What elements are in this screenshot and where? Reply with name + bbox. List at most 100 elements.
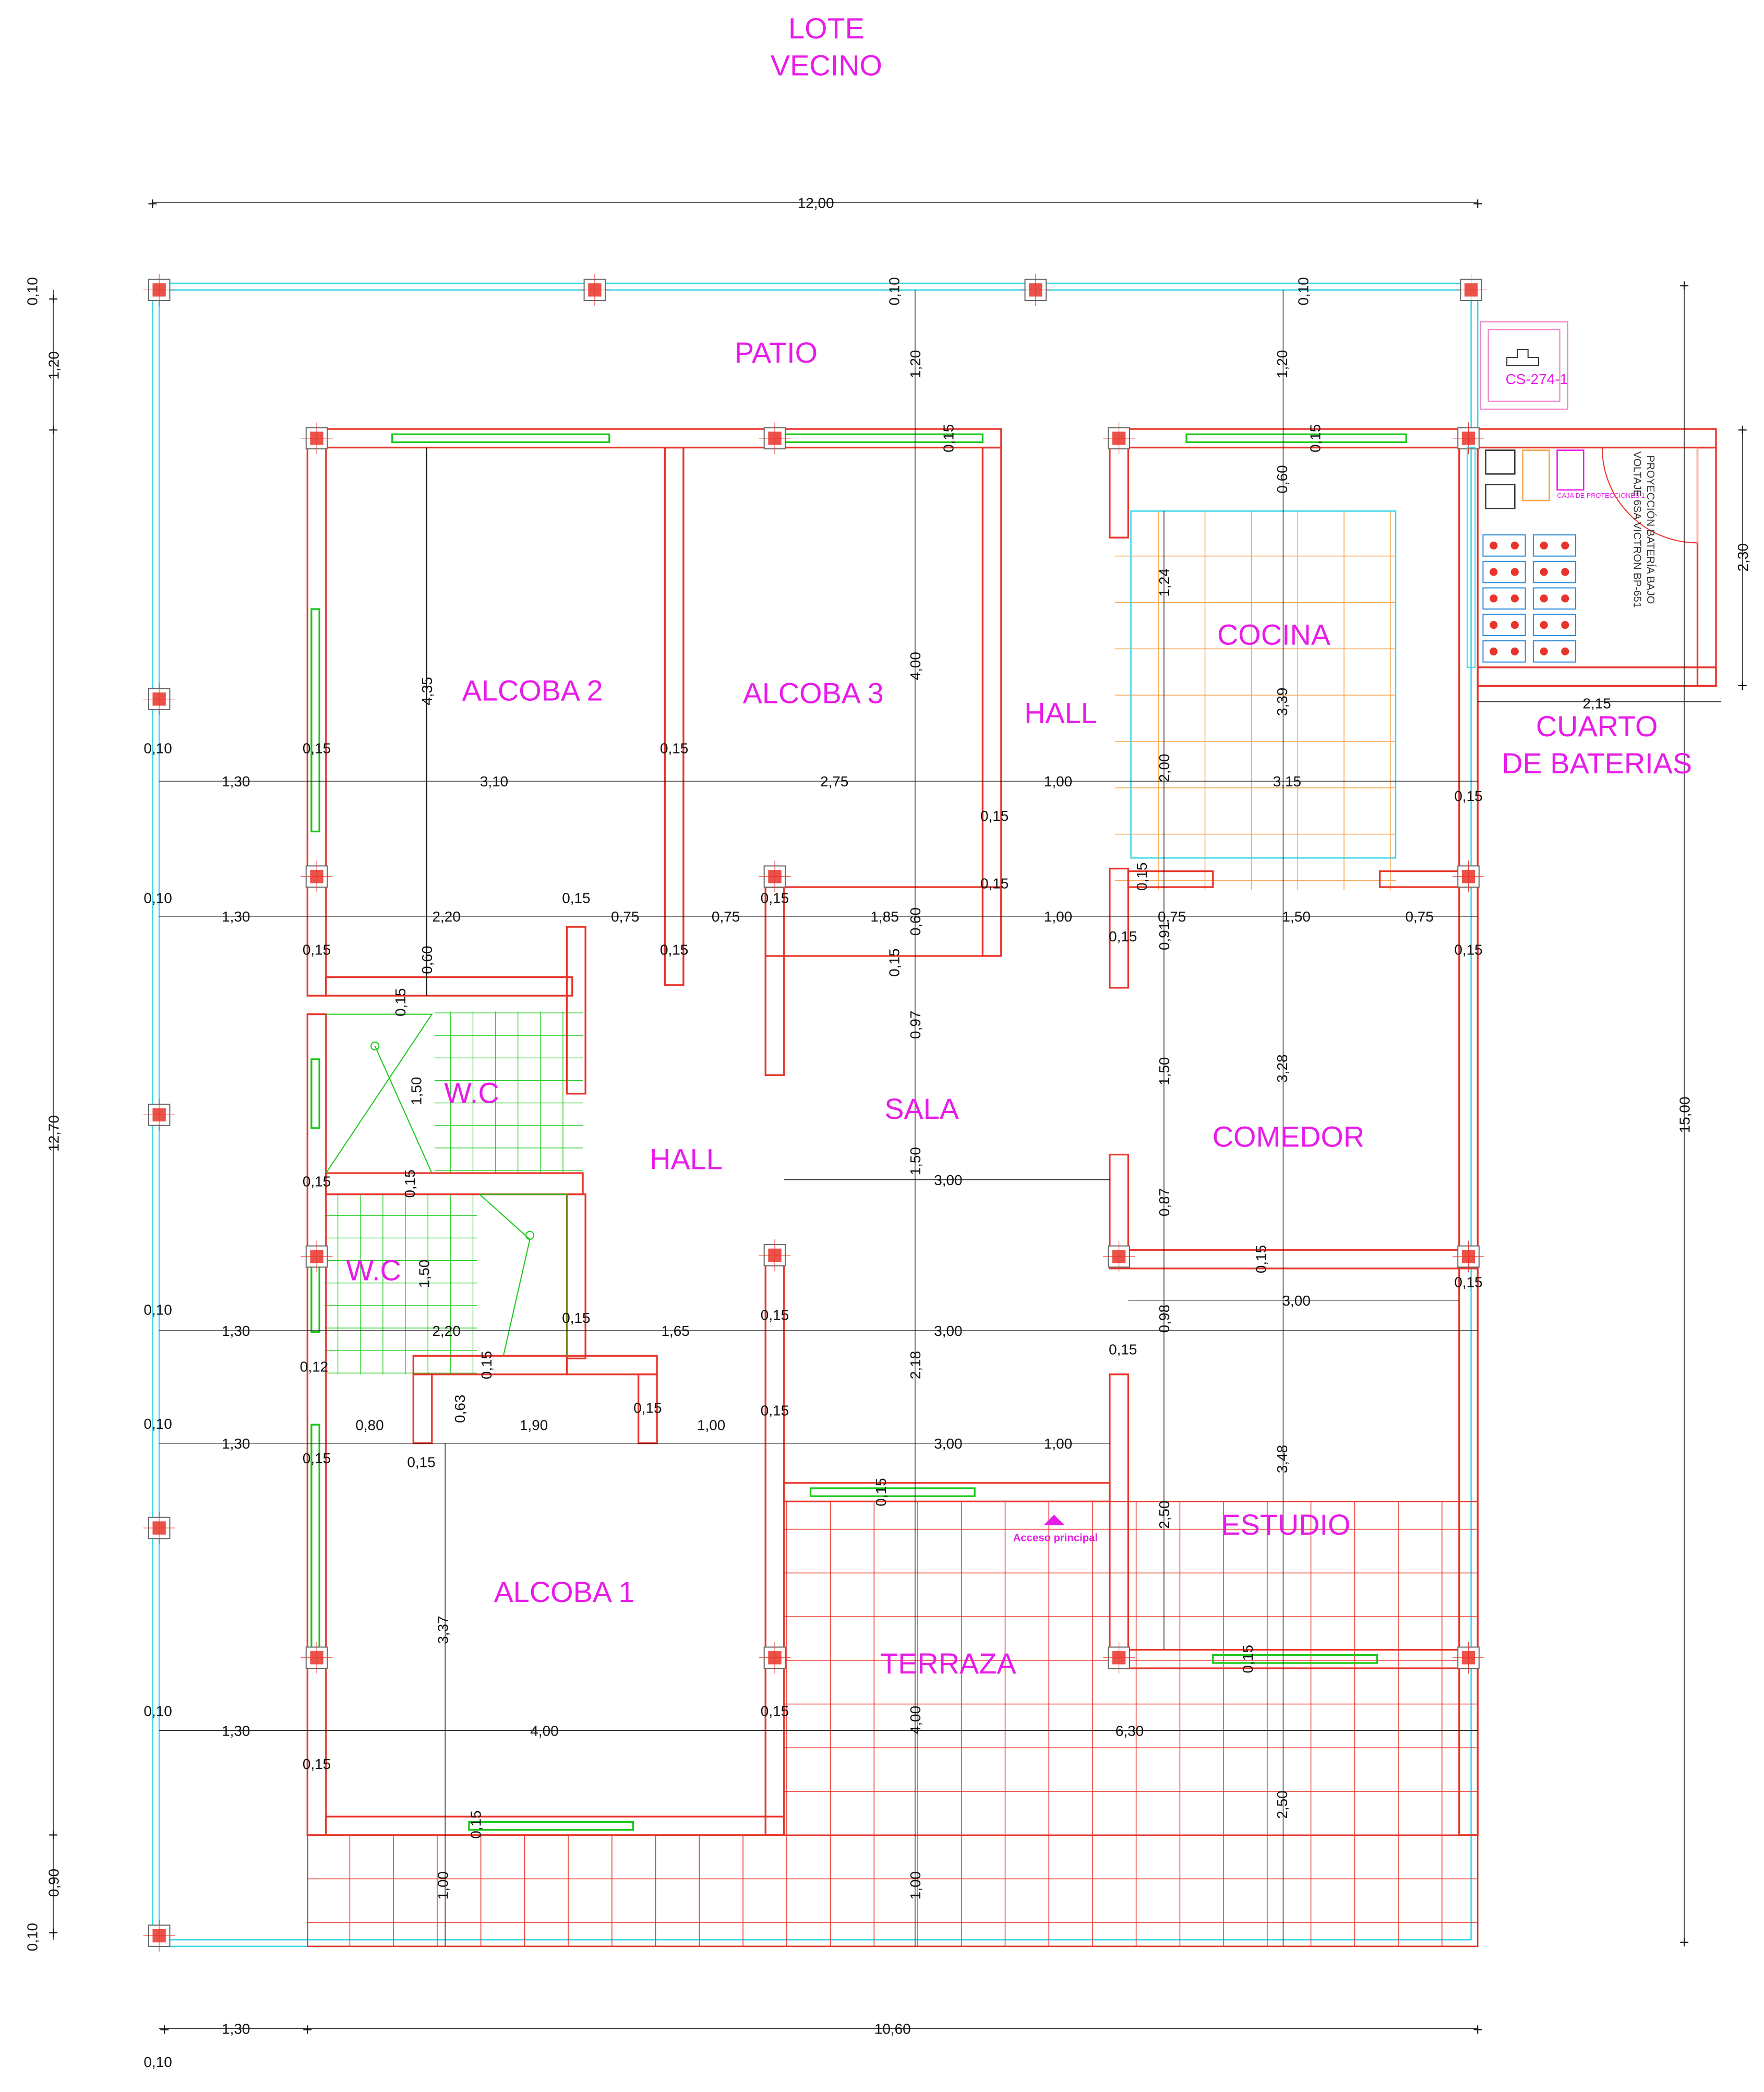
dim-label: 1,00 <box>435 1871 451 1899</box>
dimension-labels-vertical: 0,10 1,20 12,70 0,90 0,10 2,30 15,00 4,3… <box>25 277 1751 1951</box>
dim-label: 1,30 <box>222 1436 250 1452</box>
dim-label: 4,35 <box>419 677 435 705</box>
dim-label: 2,00 <box>1156 754 1172 782</box>
dim-label: 0,10 <box>1295 277 1312 305</box>
svg-text:+: + <box>159 2021 170 2037</box>
dim-label: 0,75 <box>1158 908 1186 925</box>
terraza-label: TERRAZA <box>880 1647 1016 1680</box>
dim-label: 0,15 <box>562 890 590 906</box>
dim-label: 0,15 <box>941 424 957 452</box>
dim-label: 0,15 <box>1454 941 1482 958</box>
dim-label: 0,15 <box>1240 1645 1256 1673</box>
dimension-lines <box>53 202 1743 2029</box>
dim-label: 4,00 <box>907 652 923 680</box>
dim-label: 0,15 <box>402 1169 418 1198</box>
svg-text:+: + <box>1679 278 1690 293</box>
cocina-tiles <box>1115 511 1396 890</box>
dim-label: 2,20 <box>433 908 461 925</box>
acceso-label: Acceso principal <box>1013 1532 1098 1544</box>
dim-label: 1,50 <box>907 1147 923 1175</box>
dim-label: 3,28 <box>1274 1054 1290 1082</box>
dim-label: 0,10 <box>143 2054 172 2070</box>
lote-vecino-label-2: VECINO <box>771 49 882 82</box>
dim-label: 1,30 <box>222 1323 250 1339</box>
svg-text:+: + <box>1472 195 1483 211</box>
wc-fixtures <box>325 1013 568 1356</box>
dim-label: 0,97 <box>907 1011 923 1039</box>
proyeccion-label-2: VOLTAJE 6SA VICTRON BP-651 <box>1631 451 1643 608</box>
dim-label: 0,15 <box>761 1307 789 1323</box>
dim-label: 0,10 <box>143 890 172 906</box>
dim-label: 0,87 <box>1156 1188 1172 1216</box>
dim-label: 3,48 <box>1274 1445 1290 1473</box>
dim-label: 0,15 <box>1253 1245 1269 1273</box>
dim-label: 0,15 <box>1109 928 1137 945</box>
dim-label: 0,15 <box>980 808 1009 824</box>
dim-label: 1,24 <box>1156 568 1172 596</box>
sala-label: SALA <box>884 1092 959 1125</box>
dim-label: 0,15 <box>980 876 1009 892</box>
svg-text:+: + <box>1472 2021 1483 2037</box>
dim-label: 0,15 <box>633 1400 662 1416</box>
room-labels: LOTE VECINO PATIO ALCOBA 2 ALCOBA 3 HALL… <box>346 12 1692 1680</box>
wc1-label: W.C <box>444 1077 499 1109</box>
dim-label: 0,80 <box>355 1417 383 1433</box>
dim-label: 0,15 <box>468 1810 484 1838</box>
dim-label: 0,15 <box>761 1703 789 1719</box>
wc2-label: W.C <box>346 1254 401 1287</box>
dim-label: 0,15 <box>392 988 409 1017</box>
dim-label: 3,15 <box>1273 773 1301 790</box>
svg-text:+: + <box>47 422 58 437</box>
dim-label: 1,50 <box>409 1077 425 1105</box>
svg-text:+: + <box>147 195 158 211</box>
dim-label: 0,15 <box>761 890 789 906</box>
dim-label: 0,15 <box>761 1402 789 1418</box>
dim-label: 0,15 <box>886 948 902 976</box>
dim-label: 1,50 <box>1282 908 1311 925</box>
dim-label: 3,39 <box>1274 688 1290 716</box>
wc2-tiles <box>325 1194 477 1374</box>
dim-label: 0,10 <box>143 1302 172 1318</box>
dim-label: 2,20 <box>433 1323 461 1339</box>
dim-label: 1,20 <box>907 350 923 378</box>
dim-label: 1,30 <box>222 908 250 925</box>
dim-label: 1,20 <box>1274 350 1290 378</box>
proyeccion-label-1: PROYECCIÓN BATERÍA BAJO <box>1645 456 1657 604</box>
dim-label: 4,00 <box>907 1706 923 1734</box>
caja-protecciones-label: CAJA DE PROTECCIONES 1 <box>1557 492 1645 499</box>
dimension-ticks: ++ +++ ++++ ++ ++ <box>47 195 1748 2037</box>
dim-label: 0,15 <box>1134 863 1150 891</box>
dim-label: 2,50 <box>1156 1501 1172 1529</box>
dim-label: 0,15 <box>1454 788 1482 804</box>
hall-top-label: HALL <box>1024 696 1097 729</box>
dim-label: 3,37 <box>435 1616 451 1644</box>
svg-text:+: + <box>47 1826 58 1842</box>
dim-label: 0,15 <box>1307 424 1323 452</box>
dim-label: 1,50 <box>1156 1057 1172 1085</box>
dim-label: 1,00 <box>1044 1436 1072 1452</box>
dim-label: 3,00 <box>934 1436 962 1452</box>
cuarto-baterias-label: CUARTO <box>1536 710 1658 743</box>
dim-label: 0,15 <box>562 1310 590 1326</box>
dim-label: 3,00 <box>1282 1293 1311 1309</box>
alcoba3-label: ALCOBA 3 <box>743 676 884 709</box>
dim-label: 0,15 <box>478 1351 495 1379</box>
dim-label: 6,30 <box>1115 1723 1144 1739</box>
acceso-arrow-icon <box>1043 1514 1065 1526</box>
alcoba1-label: ALCOBA 1 <box>494 1575 635 1608</box>
svg-text:+: + <box>47 291 58 306</box>
dim-label: 0,10 <box>25 1923 41 1951</box>
dim-label: 0,12 <box>300 1359 328 1375</box>
dim-label: 1,85 <box>870 908 898 925</box>
terraza-tiles <box>307 1834 1479 1947</box>
dim-label: 1,30 <box>222 1723 250 1739</box>
cocina-counter <box>1130 510 1397 859</box>
dim-label: 0,15 <box>407 1454 435 1470</box>
dim-label: 0,91 <box>1156 922 1172 950</box>
hall-mid-label: HALL <box>650 1142 723 1175</box>
dim-label: 0,15 <box>303 1450 331 1466</box>
dim-label: 2,15 <box>1583 695 1611 711</box>
dim-label: 0,15 <box>873 1478 889 1506</box>
dim-label: 3,00 <box>934 1172 962 1188</box>
battery-equipment: CS-274-1 CAJA DE PROTECCIONES 1 PROYECCI… <box>1466 321 1698 668</box>
